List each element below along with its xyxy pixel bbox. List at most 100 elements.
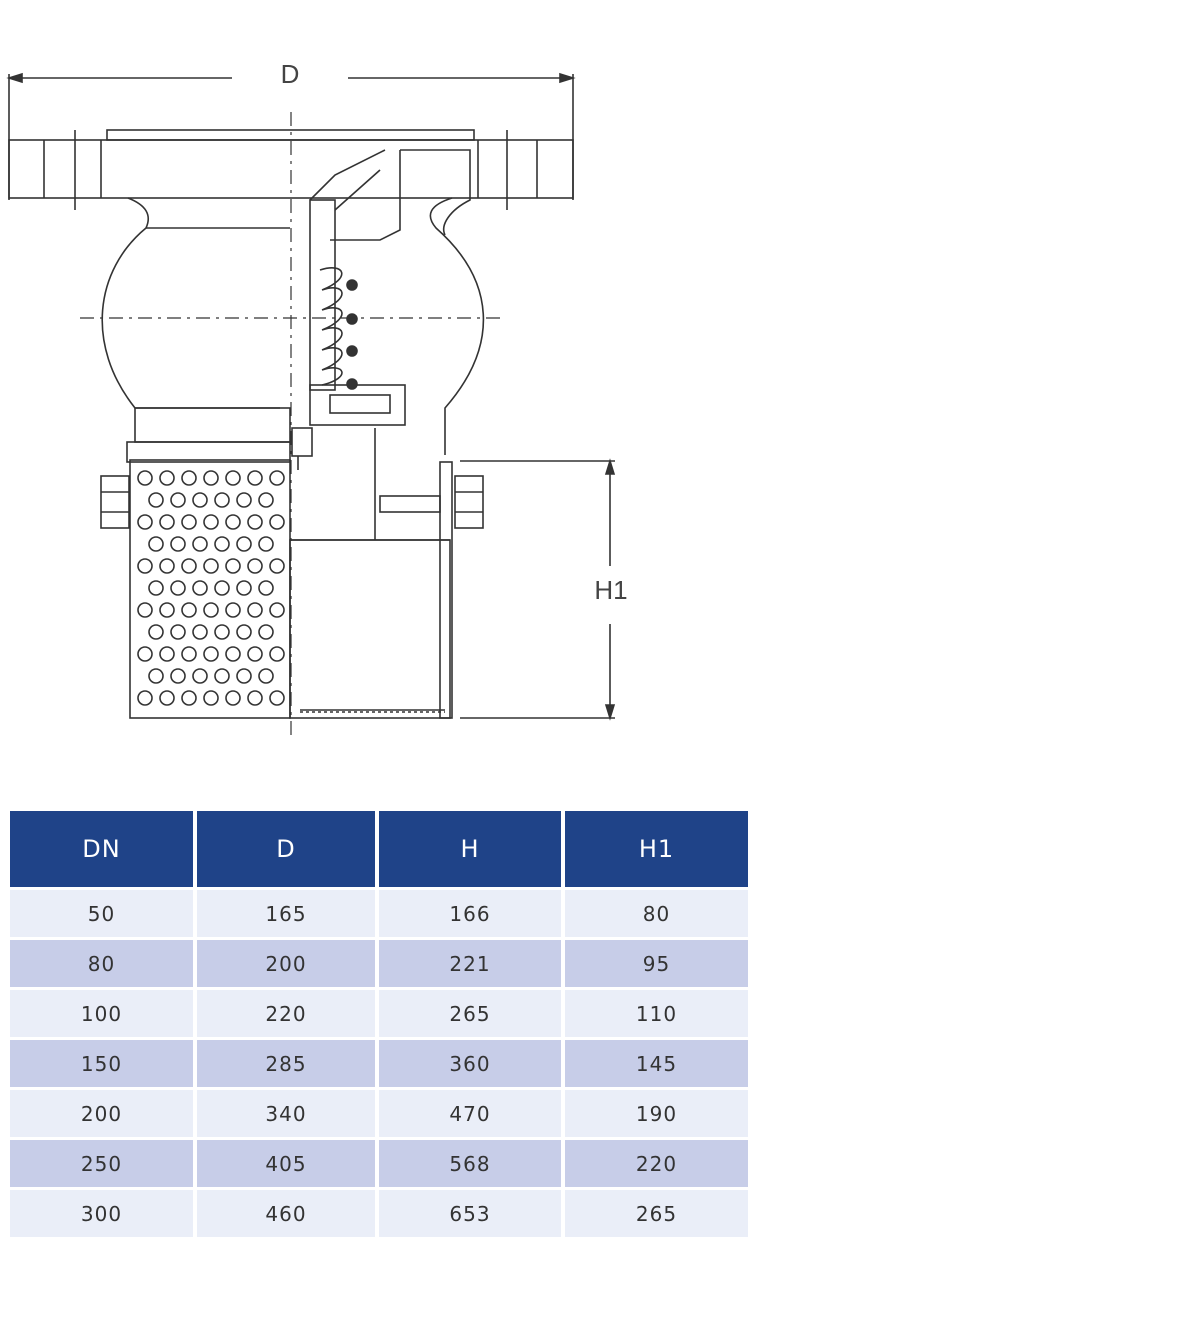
strainer-hole bbox=[269, 602, 285, 618]
cell-h1: 110 bbox=[565, 990, 748, 1037]
strainer-hole bbox=[236, 536, 252, 552]
strainer-hole bbox=[236, 624, 252, 640]
strainer-hole bbox=[247, 690, 263, 706]
strainer-hole bbox=[247, 602, 263, 618]
strainer-hole bbox=[170, 536, 186, 552]
strainer-hole bbox=[203, 690, 219, 706]
cell-h1: 265 bbox=[565, 1190, 748, 1237]
strainer-hole bbox=[225, 646, 241, 662]
strainer-hole bbox=[181, 514, 197, 530]
strainer-hole bbox=[181, 646, 197, 662]
strainer-hole bbox=[269, 558, 285, 574]
table-row: 80 200 221 95 bbox=[10, 940, 748, 987]
strainer-hole bbox=[247, 514, 263, 530]
center-lines bbox=[80, 112, 505, 738]
cell-d: 165 bbox=[197, 890, 375, 937]
strainer-hole bbox=[214, 624, 230, 640]
strainer-hole bbox=[247, 470, 263, 486]
cell-dn: 150 bbox=[10, 1040, 193, 1087]
strainer-hole bbox=[170, 580, 186, 596]
cell-dn: 300 bbox=[10, 1190, 193, 1237]
strainer-hole bbox=[203, 514, 219, 530]
cell-h: 568 bbox=[379, 1140, 561, 1187]
strainer-hole bbox=[181, 602, 197, 618]
strainer-hole bbox=[137, 558, 153, 574]
table-row: 200 340 470 190 bbox=[10, 1090, 748, 1137]
cell-h1: 220 bbox=[565, 1140, 748, 1187]
strainer-hole bbox=[159, 690, 175, 706]
strainer-hole bbox=[137, 690, 153, 706]
strainer-hole bbox=[225, 602, 241, 618]
cell-d: 405 bbox=[197, 1140, 375, 1187]
column-header-h: H bbox=[379, 811, 561, 887]
cell-h1: 190 bbox=[565, 1090, 748, 1137]
strainer-hole bbox=[170, 668, 186, 684]
strainer-hole bbox=[181, 558, 197, 574]
strainer-hole bbox=[269, 690, 285, 706]
strainer-hole bbox=[247, 558, 263, 574]
strainer-hole bbox=[159, 514, 175, 530]
cell-h: 470 bbox=[379, 1090, 561, 1137]
cell-d: 220 bbox=[197, 990, 375, 1037]
strainer-hole bbox=[170, 624, 186, 640]
table-row: 150 285 360 145 bbox=[10, 1040, 748, 1087]
dimensions-table: DN D H H1 50 165 166 80 80 200 221 95 10… bbox=[6, 808, 752, 1240]
strainer-hole bbox=[269, 514, 285, 530]
strainer-hole bbox=[159, 646, 175, 662]
cell-d: 200 bbox=[197, 940, 375, 987]
column-header-dn: DN bbox=[10, 811, 193, 887]
strainer-hole bbox=[148, 492, 164, 508]
strainer-hole bbox=[170, 492, 186, 508]
strainer-hole bbox=[258, 536, 274, 552]
strainer-hole bbox=[192, 668, 208, 684]
strainer-hole bbox=[225, 514, 241, 530]
strainer-hole bbox=[225, 558, 241, 574]
strainer-hole bbox=[247, 646, 263, 662]
strainer-hole bbox=[159, 558, 175, 574]
strainer-hole bbox=[148, 580, 164, 596]
strainer-hole bbox=[214, 492, 230, 508]
strainer-hole bbox=[225, 470, 241, 486]
column-header-h1: H1 bbox=[565, 811, 748, 887]
strainer-hole bbox=[137, 470, 153, 486]
cell-h: 265 bbox=[379, 990, 561, 1037]
strainer bbox=[100, 428, 484, 719]
strainer-hole bbox=[181, 470, 197, 486]
strainer-hole bbox=[258, 580, 274, 596]
strainer-hole bbox=[148, 624, 164, 640]
strainer-hole bbox=[137, 646, 153, 662]
strainer-hole bbox=[236, 668, 252, 684]
strainer-hole bbox=[214, 668, 230, 684]
strainer-hole bbox=[236, 580, 252, 596]
strainer-hole bbox=[236, 492, 252, 508]
foot-valve-drawing: D H1 bbox=[6, 59, 628, 738]
dimension-h1-label: H1 bbox=[594, 575, 627, 605]
cell-h: 221 bbox=[379, 940, 561, 987]
cell-dn: 50 bbox=[10, 890, 193, 937]
cell-d: 460 bbox=[197, 1190, 375, 1237]
strainer-hole bbox=[148, 536, 164, 552]
strainer-hole bbox=[181, 690, 197, 706]
cell-dn: 200 bbox=[10, 1090, 193, 1137]
strainer-hole bbox=[214, 580, 230, 596]
strainer-hole bbox=[258, 624, 274, 640]
strainer-hole bbox=[192, 536, 208, 552]
cell-d: 285 bbox=[197, 1040, 375, 1087]
strainer-hole bbox=[192, 624, 208, 640]
valve-body bbox=[101, 149, 485, 470]
cell-h: 360 bbox=[379, 1040, 561, 1087]
strainer-hole bbox=[258, 668, 274, 684]
table-row: 300 460 653 265 bbox=[10, 1190, 748, 1237]
strainer-hole bbox=[148, 668, 164, 684]
strainer-hole bbox=[269, 470, 285, 486]
strainer-hole bbox=[192, 492, 208, 508]
dimension-d-label: D bbox=[281, 59, 300, 89]
strainer-hole bbox=[203, 558, 219, 574]
column-header-d: D bbox=[197, 811, 375, 887]
cell-d: 340 bbox=[197, 1090, 375, 1137]
cell-dn: 80 bbox=[10, 940, 193, 987]
cell-h: 653 bbox=[379, 1190, 561, 1237]
cell-dn: 250 bbox=[10, 1140, 193, 1187]
flange bbox=[8, 129, 574, 210]
cell-dn: 100 bbox=[10, 990, 193, 1037]
